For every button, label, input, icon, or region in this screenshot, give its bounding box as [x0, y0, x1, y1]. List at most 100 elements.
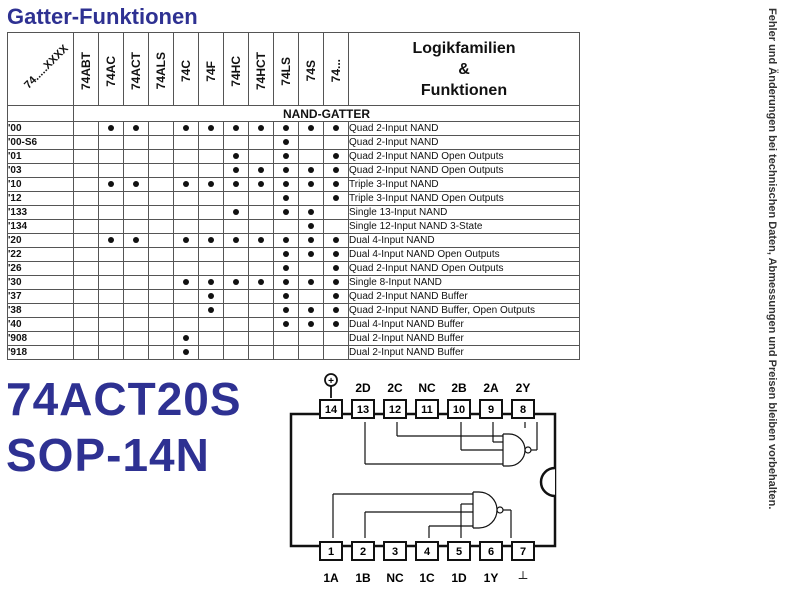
- availability-cell: [298, 219, 324, 234]
- availability-dot: [333, 251, 339, 258]
- availability-dot: [333, 265, 339, 272]
- availability-cell: [73, 177, 99, 192]
- availability-cell: [123, 163, 149, 178]
- availability-cell: [298, 345, 324, 360]
- availability-cell: [248, 149, 274, 164]
- pin-8: 8: [511, 399, 535, 419]
- availability-cell: [73, 303, 99, 318]
- availability-dot: [308, 167, 314, 174]
- family-header-74f: 74F: [198, 32, 224, 106]
- availability-cell: [148, 345, 174, 360]
- availability-dot: [333, 125, 339, 132]
- pin-13: 13: [351, 399, 375, 419]
- availability-cell: [148, 247, 174, 262]
- availability-cell: [273, 261, 299, 276]
- availability-cell: [223, 177, 249, 192]
- pin-11: 11: [415, 399, 439, 419]
- pin-function-label: 2C: [387, 381, 403, 395]
- pin-function-label: 1D: [451, 571, 467, 585]
- availability-cell: [273, 247, 299, 262]
- pin-number: 8: [520, 404, 526, 416]
- availability-cell: [173, 331, 199, 346]
- availability-cell: [173, 233, 199, 248]
- availability-dot: [308, 223, 314, 230]
- family-header-74ls: 74LS: [273, 32, 299, 106]
- pin-function-label: 2B: [451, 381, 467, 395]
- availability-cell: [298, 135, 324, 150]
- availability-cell: [173, 317, 199, 332]
- availability-cell: [273, 331, 299, 346]
- availability-dot: [133, 181, 139, 188]
- availability-cell: [73, 317, 99, 332]
- availability-cell: [98, 317, 124, 332]
- availability-cell: [248, 177, 274, 192]
- availability-cell: [273, 317, 299, 332]
- table-corner-cell: 74.....XXXX: [7, 32, 74, 106]
- availability-cell: [198, 289, 224, 304]
- part-suffix: '10: [7, 177, 74, 192]
- function-header-line-3: Funktionen: [420, 81, 508, 99]
- availability-cell: [98, 219, 124, 234]
- availability-dot: [233, 153, 239, 160]
- availability-cell: [123, 289, 149, 304]
- availability-cell: [248, 121, 274, 136]
- function-description: Quad 2-Input NAND: [348, 121, 580, 136]
- availability-dot: [233, 167, 239, 174]
- availability-cell: [148, 261, 174, 276]
- availability-cell: [123, 205, 149, 220]
- availability-cell: [173, 191, 199, 206]
- availability-dot: [283, 321, 289, 328]
- availability-dot: [208, 307, 214, 314]
- availability-cell: [298, 121, 324, 136]
- family-label: 74ABT: [79, 51, 93, 90]
- family-label: 74F: [204, 60, 218, 82]
- availability-cell: [298, 289, 324, 304]
- availability-cell: [323, 121, 349, 136]
- availability-cell: [248, 345, 274, 360]
- family-header-74als: 74ALS: [148, 32, 174, 106]
- availability-cell: [323, 219, 349, 234]
- availability-cell: [123, 247, 149, 262]
- availability-dot: [308, 321, 314, 328]
- side-disclaimer-text: Fehler und Änderungen bei technischen Da…: [766, 8, 778, 510]
- availability-dot: [258, 279, 264, 286]
- availability-dot: [283, 181, 289, 188]
- availability-cell: [198, 191, 224, 206]
- availability-cell: [248, 219, 274, 234]
- availability-cell: [248, 191, 274, 206]
- part-suffix: '01: [7, 149, 74, 164]
- availability-cell: [248, 163, 274, 178]
- availability-cell: [323, 205, 349, 220]
- gate-1-wiring: [332, 491, 512, 538]
- availability-cell: [248, 247, 274, 262]
- part-suffix: '12: [7, 191, 74, 206]
- availability-cell: [148, 121, 174, 136]
- availability-cell: [273, 275, 299, 290]
- availability-cell: [248, 135, 274, 150]
- availability-cell: [223, 149, 249, 164]
- availability-dot: [283, 209, 289, 216]
- availability-cell: [323, 233, 349, 248]
- availability-cell: [298, 261, 324, 276]
- availability-cell: [298, 317, 324, 332]
- availability-cell: [148, 149, 174, 164]
- availability-cell: [173, 345, 199, 360]
- part-suffix: '133: [7, 205, 74, 220]
- availability-cell: [148, 177, 174, 192]
- availability-cell: [98, 289, 124, 304]
- part-suffix: '03: [7, 163, 74, 178]
- availability-cell: [298, 331, 324, 346]
- availability-dot: [283, 167, 289, 174]
- availability-cell: [323, 289, 349, 304]
- availability-cell: [298, 275, 324, 290]
- availability-cell: [173, 261, 199, 276]
- availability-cell: [123, 177, 149, 192]
- availability-cell: [223, 135, 249, 150]
- availability-cell: [298, 303, 324, 318]
- availability-dot: [258, 237, 264, 244]
- function-description: Quad 2-Input NAND Open Outputs: [348, 149, 580, 164]
